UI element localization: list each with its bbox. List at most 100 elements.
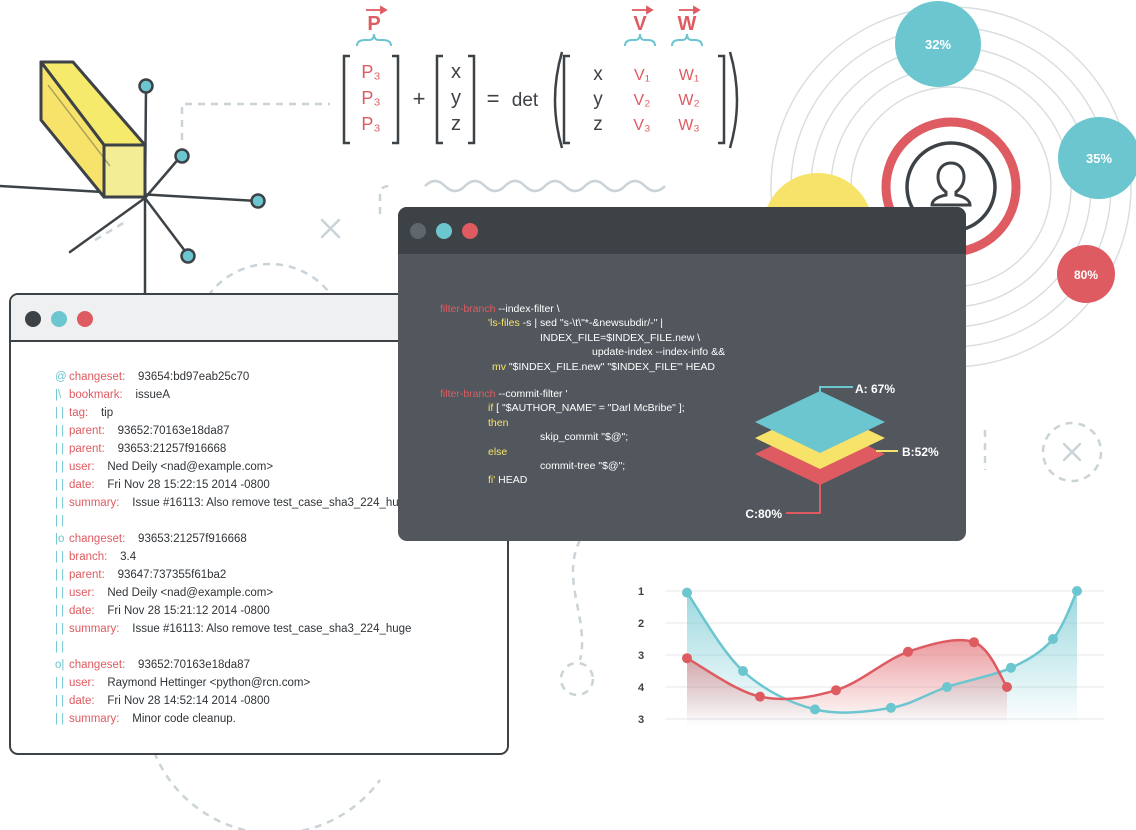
log-row: @changeset: 93654:bd97eab25c70 (55, 368, 495, 386)
window-minimize-dot[interactable] (410, 223, 426, 239)
log-graph-glyph: | | (55, 623, 65, 635)
window-minimize-dot[interactable] (25, 311, 41, 327)
w-col-2: W₂ (678, 92, 699, 109)
log-key: changeset: (69, 371, 126, 383)
code-text: "$INDEX_FILE.new" "$INDEX_FILE"' HEAD (506, 360, 715, 373)
brackets (342, 51, 739, 149)
vector-arrows (366, 5, 701, 15)
log-row: | |summary: Issue #16113: Also remove te… (55, 620, 495, 638)
code-text: [ "$AUTHOR_NAME" = "Darl McBribe" ]; (493, 402, 685, 415)
chart-point (903, 646, 913, 657)
user-icon (930, 161, 972, 207)
log-value: Ned Deily <nad@example.com> (107, 461, 274, 473)
log-key: changeset: (69, 659, 126, 671)
code-text: -s | sed "s-\t\"*-&newsubdir/-" | (519, 317, 664, 330)
log-value: 93653:21257f916668 (138, 533, 247, 545)
p-vec-2: P₃ (361, 88, 380, 108)
code-keyword: mv (492, 360, 506, 373)
xyz-2: y (451, 87, 461, 109)
layer-a (755, 391, 885, 453)
bubble-32 (895, 1, 981, 87)
bubble-35 (1058, 117, 1136, 199)
log-row: | |user: Raymond Hettinger <python@rcn.c… (55, 674, 495, 692)
v-col-1: V₁ (634, 67, 650, 84)
log-graph-glyph: | | (55, 641, 65, 653)
log-value: Ned Deily <nad@example.com> (107, 587, 274, 599)
log-graph-glyph: | | (55, 497, 65, 509)
wave-line (424, 179, 666, 193)
log-graph-glyph: | | (55, 443, 65, 455)
equals-sign: = (487, 86, 500, 111)
braces (356, 33, 703, 47)
w-col-3: W₃ (678, 117, 700, 134)
det-xyz-3: z (593, 114, 603, 135)
window-close-dot[interactable] (77, 311, 93, 327)
log-graph-glyph: |o (55, 533, 65, 545)
log-graph-glyph: | | (55, 713, 65, 725)
log-key: user: (69, 677, 95, 689)
log-value: Issue #16113: Also remove test_case_sha3… (132, 497, 412, 509)
code-text: commit-tree "$@"; (540, 459, 626, 472)
plus-sign: + (413, 86, 426, 111)
p-vec-1: P₃ (361, 62, 380, 82)
log-graph-glyph: | | (55, 425, 65, 437)
det-label: det (512, 90, 539, 111)
window-zoom-dot[interactable] (436, 223, 452, 239)
bubble-80 (1057, 245, 1115, 303)
chart-areas (687, 591, 1077, 726)
log-row: | | parent: 93647:737355f61ba2 (55, 566, 495, 584)
axis-nodes (138, 78, 266, 264)
formula: P V W P₃ P₃ P₃ + x y z = det (342, 5, 739, 149)
layer-b-label: B:52% (902, 445, 939, 459)
hg-log-output: @changeset: 93654:bd97eab25c70|\bookmark… (55, 368, 495, 728)
window-zoom-dot[interactable] (51, 311, 67, 327)
code-keyword: 'ls-files (488, 317, 520, 330)
xyz-1: x (451, 61, 461, 83)
log-row: | | user: Ned Deily <nad@example.com> (55, 458, 495, 476)
code-text: HEAD (495, 474, 528, 487)
log-graph-glyph: | | (55, 515, 65, 527)
chart-point (886, 702, 896, 713)
log-value: Minor code cleanup. (132, 713, 236, 725)
log-key: parent: (69, 569, 105, 581)
code-window: filter-branch --index-filter \ 'ls-files… (398, 207, 966, 541)
log-key: bookmark: (69, 389, 123, 401)
log-value: 93647:737355f61ba2 (117, 569, 227, 581)
v-label: V (633, 13, 647, 35)
log-value: tip (100, 407, 114, 419)
log-graph-glyph: o| (55, 659, 65, 671)
chart-point (810, 704, 820, 715)
log-key: changeset: (69, 533, 126, 545)
log-graph-glyph: | | (55, 695, 65, 707)
xyz-3: z (451, 113, 461, 135)
log-row: |\bookmark: issueA (55, 386, 495, 404)
w-label: W (678, 13, 697, 35)
p-vec-3: P₃ (361, 114, 380, 134)
v-col-2: V₂ (634, 92, 651, 109)
log-row: | |tag: tip (55, 404, 495, 422)
code-keyword: filter-branch (440, 303, 496, 315)
log-row: | | (55, 512, 495, 530)
code-text: --commit-filter ' (495, 387, 568, 400)
chart-series-area (687, 640, 1007, 726)
log-graph-glyph: | | (55, 461, 65, 473)
log-value: 93652:70163e18da87 (117, 425, 230, 437)
yellow-prism (39, 60, 147, 199)
code-titlebar (398, 207, 966, 254)
x-marks (320, 218, 1082, 462)
chart-y-tick-label: 3 (638, 650, 644, 662)
code-block: filter-branch --index-filter \ 'ls-files… (440, 302, 760, 488)
log-value: 93652:70163e18da87 (138, 659, 250, 671)
log-key: parent: (69, 425, 105, 437)
log-key: summary: (69, 713, 120, 725)
chart-point (1048, 634, 1058, 644)
layer-stack-diagram: A: 67% B:52% C:80% (745, 382, 939, 521)
log-graph-glyph: | | (55, 569, 65, 581)
window-close-dot[interactable] (462, 223, 478, 239)
log-key: user: (69, 461, 95, 473)
chart-point (755, 691, 765, 702)
log-graph-glyph: | | (55, 407, 65, 419)
layer-a-label: A: 67% (855, 382, 895, 396)
log-row: | |user: Ned Deily <nad@example.com> (55, 584, 495, 602)
